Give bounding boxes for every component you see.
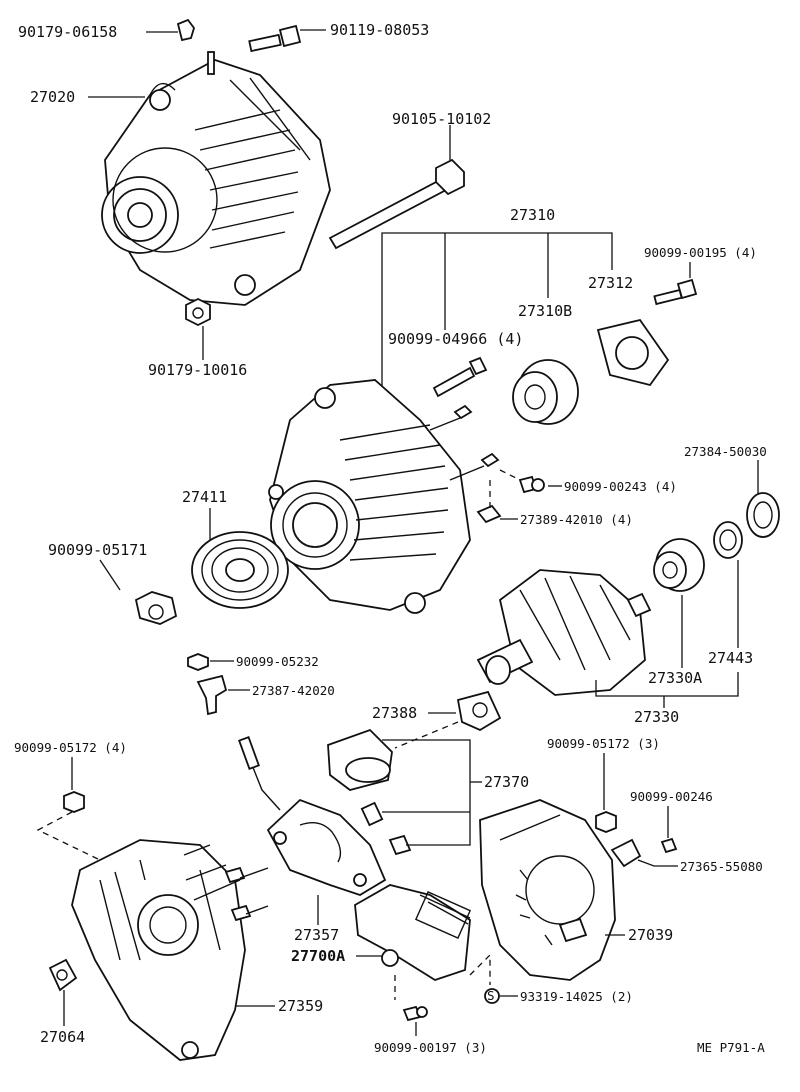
label-90099-00246: 90099-00246 bbox=[630, 789, 713, 804]
label-27310: 27310 bbox=[510, 206, 555, 224]
label-27357: 27357 bbox=[294, 926, 339, 944]
bolt-part-icon bbox=[248, 24, 302, 53]
label-90099-05172-4: 90099-05172 (4) bbox=[14, 740, 127, 755]
label-93319-14025: 93319-14025 (2) bbox=[520, 989, 633, 1004]
label-27039: 27039 bbox=[628, 926, 673, 944]
label-90105-10102: 90105-10102 bbox=[392, 110, 491, 128]
insulator-icon bbox=[476, 504, 502, 524]
label-90099-00243: 90099-00243 (4) bbox=[564, 479, 677, 494]
label-27384-50030: 27384-50030 bbox=[684, 444, 767, 459]
brush-holder-cover-icon bbox=[456, 690, 502, 732]
label-27330A: 27330A bbox=[648, 669, 702, 687]
label-90179-10016: 90179-10016 bbox=[148, 361, 247, 379]
terminal-bracket-icon bbox=[610, 838, 642, 868]
rear-bearing-icon bbox=[653, 538, 705, 592]
label-27312: 27312 bbox=[588, 274, 633, 292]
rear-cover-icon bbox=[479, 799, 616, 981]
nut-part-icon bbox=[185, 297, 211, 327]
stud-bolt-icon bbox=[432, 356, 488, 398]
svg-text:S: S bbox=[487, 988, 495, 1003]
clip-part-icon bbox=[176, 18, 195, 42]
frame-nut-icon bbox=[63, 791, 85, 813]
terminal-screw-icon bbox=[660, 837, 678, 854]
rectifier-icon bbox=[238, 736, 387, 896]
label-90099-04966: 90099-04966 (4) bbox=[388, 330, 523, 348]
rotor-icon bbox=[476, 569, 652, 696]
drive-end-frame-icon bbox=[268, 379, 500, 614]
voltage-regulator-icon bbox=[354, 884, 472, 981]
brush-holder-icon bbox=[327, 728, 412, 856]
bearing-icon bbox=[512, 359, 579, 425]
label-90099-05171: 90099-05171 bbox=[48, 541, 147, 559]
label-27359: 27359 bbox=[278, 997, 323, 1015]
terminal-plate-icon bbox=[48, 958, 78, 992]
label-27443: 27443 bbox=[708, 649, 753, 667]
terminal-nut-icon bbox=[187, 653, 209, 671]
regulator-screw-icon bbox=[402, 1005, 428, 1022]
through-bolt-icon bbox=[328, 158, 465, 250]
label-27388: 27388 bbox=[372, 704, 417, 722]
label-90099-05172-3: 90099-05172 (3) bbox=[547, 736, 660, 751]
diagram-code: ME P791-A bbox=[697, 1040, 765, 1055]
washer-s-icon: S bbox=[484, 988, 500, 1004]
label-27020: 27020 bbox=[30, 88, 75, 106]
label-27700A: 27700A bbox=[291, 947, 345, 965]
label-90099-00197: 90099-00197 (3) bbox=[374, 1040, 487, 1055]
screw-part-icon bbox=[653, 278, 698, 306]
cover-nut-icon bbox=[595, 811, 617, 833]
bearing-cover-icon bbox=[713, 521, 743, 559]
label-90099-00195: 90099-00195 (4) bbox=[644, 245, 757, 260]
terminal-insulator-icon bbox=[196, 674, 228, 716]
label-27389-42010: 27389-42010 (4) bbox=[520, 512, 633, 527]
label-27411: 27411 bbox=[182, 488, 227, 506]
label-27370: 27370 bbox=[484, 773, 529, 791]
label-90179-06158: 90179-06158 bbox=[18, 23, 117, 41]
label-90119-08053: 90119-08053 bbox=[330, 21, 429, 39]
rear-end-frame-icon bbox=[71, 839, 269, 1061]
label-90099-05232: 90099-05232 bbox=[236, 654, 319, 669]
label-27330: 27330 bbox=[634, 708, 679, 726]
retainer-plate-icon bbox=[596, 318, 670, 387]
pulley-icon bbox=[191, 531, 289, 609]
label-27387-42020: 27387-42020 bbox=[252, 683, 335, 698]
pulley-nut-icon bbox=[134, 591, 178, 625]
label-27064: 27064 bbox=[40, 1028, 85, 1046]
label-27365-55080: 27365-55080 bbox=[680, 859, 763, 874]
label-27310B: 27310B bbox=[518, 302, 572, 320]
alternator-assembly-icon bbox=[101, 51, 331, 306]
small-screw-icon bbox=[518, 475, 545, 494]
seal-plate-icon bbox=[746, 492, 780, 538]
